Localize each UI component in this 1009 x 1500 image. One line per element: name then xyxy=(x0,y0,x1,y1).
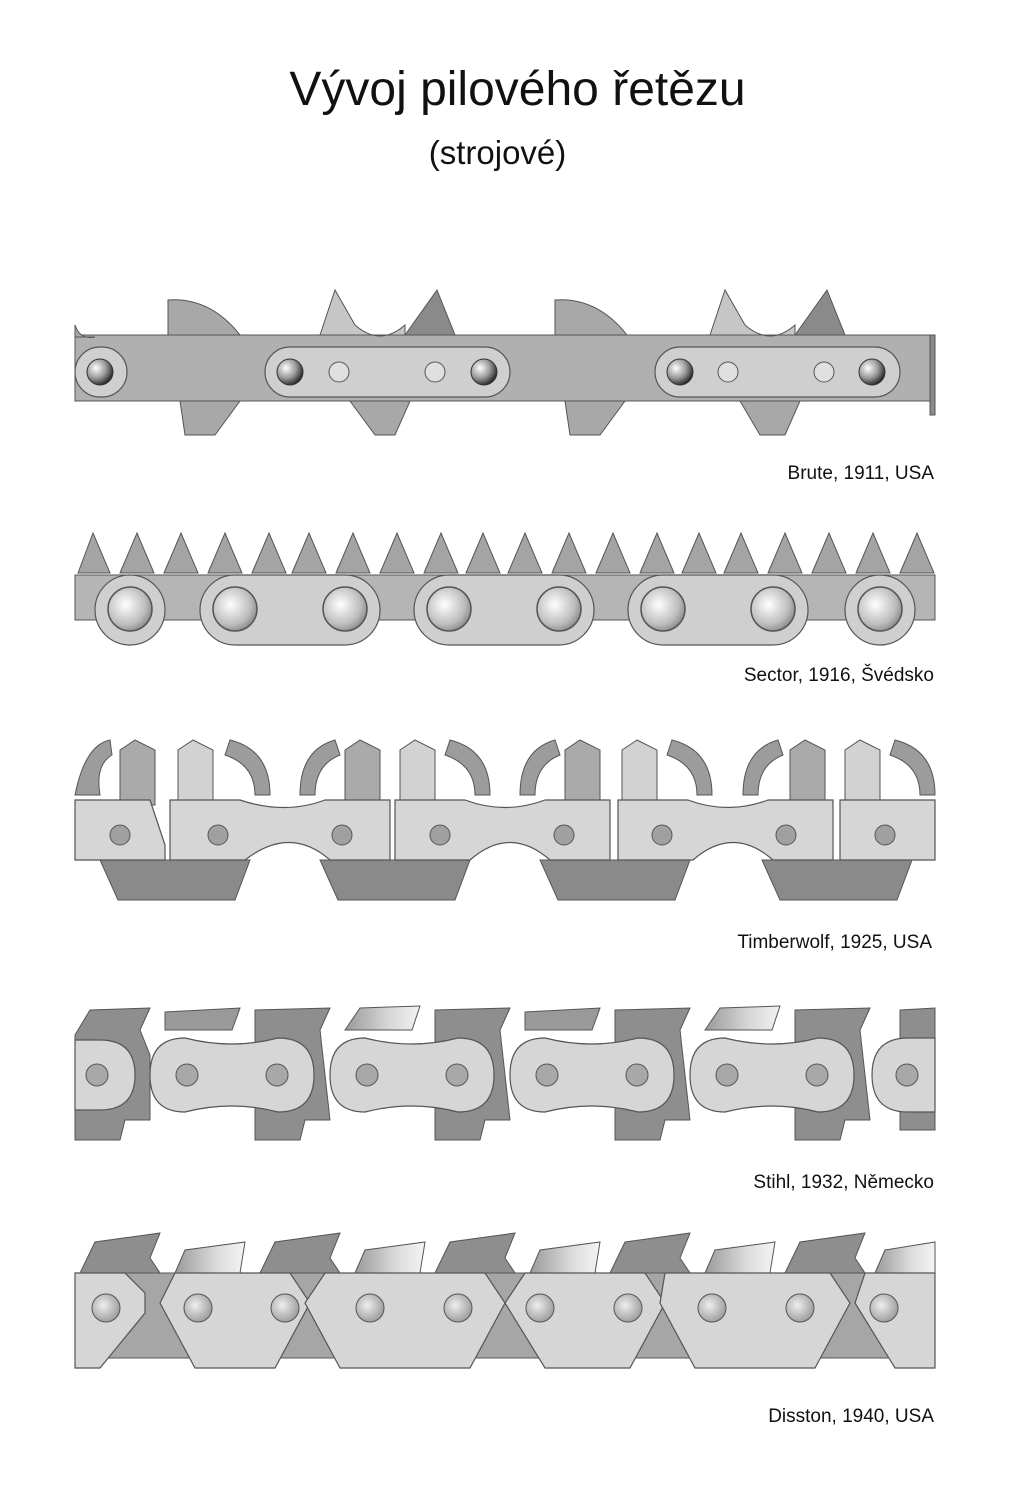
chain-label-sector: Sector, 1916, Švédsko xyxy=(743,665,934,686)
sector-chain-illustration xyxy=(74,531,936,646)
chain-label-disston: Disston, 1940, USA xyxy=(768,1406,934,1427)
timberwolf-chain-illustration xyxy=(74,739,936,901)
disston-chain-illustration xyxy=(74,1232,936,1369)
diagram-subtitle: (strojové) xyxy=(428,134,567,171)
brute-chain-illustration xyxy=(74,288,936,436)
stihl-chain-illustration xyxy=(74,1005,936,1141)
diagram-title: Vývoj pilového řetězu xyxy=(289,63,746,116)
chain-stihl: Stihl, 1932, Německo xyxy=(0,1000,1009,1200)
chain-sector: Sector, 1916, Švédsko xyxy=(0,525,1009,686)
chain-label-brute: Brute, 1911, USA xyxy=(787,463,934,484)
chain-label-timberwolf: Timberwolf, 1925, USA xyxy=(737,932,932,953)
chain-timberwolf: Timberwolf, 1925, USA xyxy=(0,735,1009,965)
chain-disston: Disston, 1940, USA xyxy=(0,1228,1009,1438)
chain-brute: Brute, 1911, USA xyxy=(0,285,1009,484)
chain-label-stihl: Stihl, 1932, Německo xyxy=(753,1172,934,1193)
